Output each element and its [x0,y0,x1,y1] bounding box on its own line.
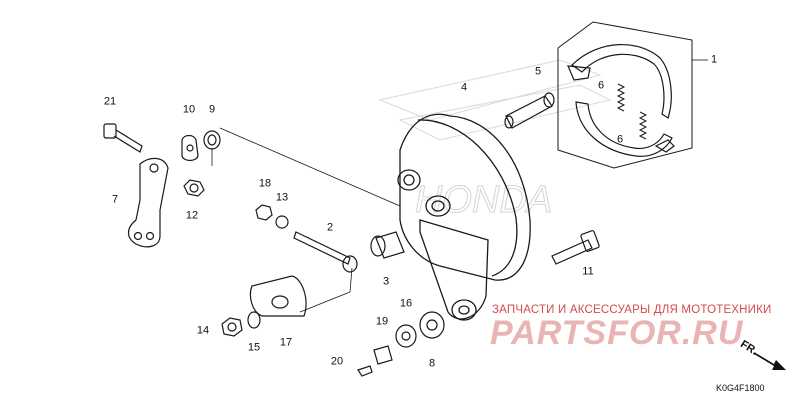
callout-21: 21 [103,95,117,108]
callout-6a: 6 [597,79,605,92]
store-watermark-brand: PARTSFOR.RU [490,314,744,352]
callout-7: 7 [111,193,119,206]
callout-10: 10 [182,103,196,116]
callout-20: 20 [330,355,344,368]
callout-15: 15 [247,341,261,354]
collar-3 [370,231,405,259]
callout-17: 17 [279,336,293,349]
callout-9: 9 [208,103,216,116]
callout-5: 5 [534,65,542,78]
callout-3: 3 [382,275,390,288]
callout-18: 18 [258,177,272,190]
bolt-11 [551,230,600,265]
callout-14: 14 [196,324,210,337]
svg-text:HONDA: HONDA [415,179,552,221]
plate-17 [249,275,307,317]
diagram-code: K0G4F1800 [716,383,765,393]
brake-arm-7 [127,157,169,248]
leader-lines [211,59,708,313]
callout-6b: 6 [616,133,624,146]
callout-1: 1 [710,53,718,66]
nut-14-washer-15 [221,311,261,337]
callout-8: 8 [428,357,436,370]
brake-shoe-frame [557,21,693,169]
store-watermark-text: ЗАПЧАСТИ И АКСЕССУАРЫ ДЛЯ МОТОТЕХНИКИ [492,304,772,316]
callout-4: 4 [460,81,468,94]
callout-16: 16 [399,297,413,310]
callout-12: 12 [185,209,199,222]
nuts-13-18 [255,204,289,229]
cam-shaft [504,92,555,129]
bolt-21 [103,123,143,153]
brake-shoes [567,43,675,157]
callout-19: 19 [375,315,389,328]
nut-12 [183,179,205,197]
parts-8-16-19-20 [357,311,445,377]
callout-11: 11 [582,265,594,278]
brake-panel [397,113,531,321]
callout-2: 2 [326,221,334,234]
honda-watermark: HONDA [378,59,612,222]
callout-13: 13 [275,191,289,204]
adjuster-bolt-2 [293,231,358,273]
brake-springs [616,83,648,140]
parts-9-10 [181,130,221,162]
front-arrow-icon [754,352,786,370]
